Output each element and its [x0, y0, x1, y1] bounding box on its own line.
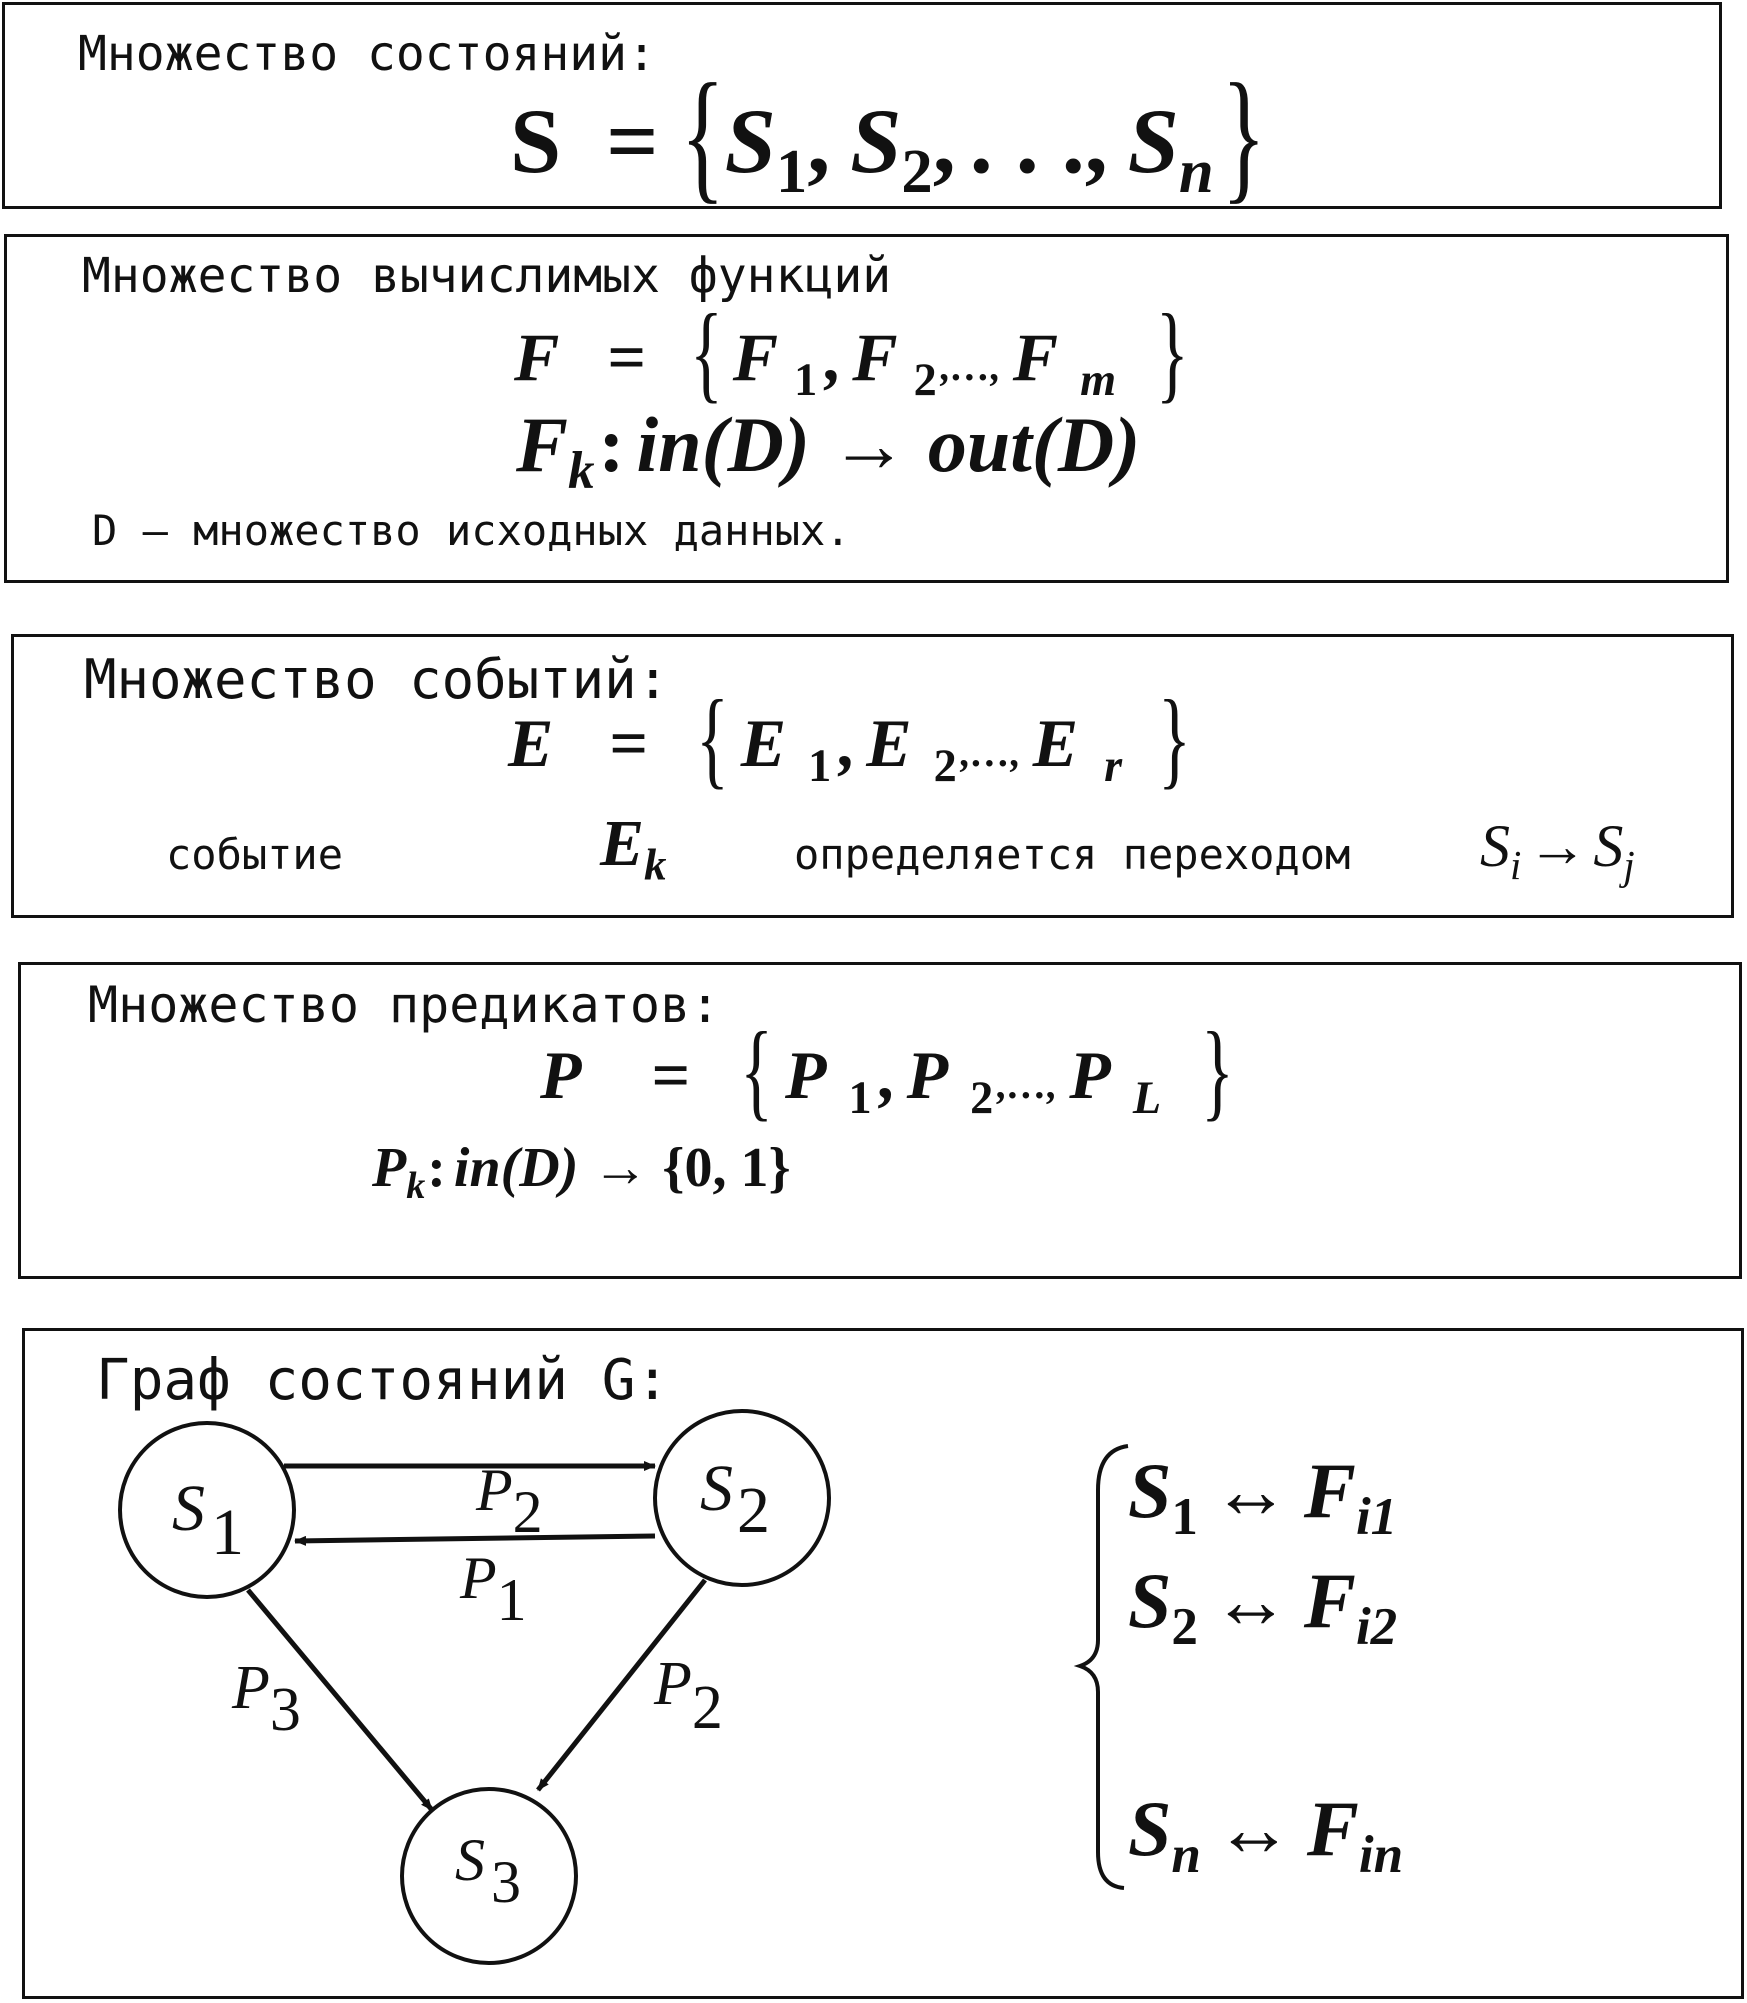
functions-mapping: Fk:in(D)→out(D)	[516, 401, 1141, 500]
events-title: Множество событий:	[84, 648, 670, 711]
predicates-title: Множество предикатов:	[88, 976, 721, 1034]
events-word-event: событие	[166, 830, 344, 879]
correspondence-row-n: Sn↔Fin	[1128, 1785, 1404, 1884]
events-transition: Si→Sj	[1480, 813, 1635, 889]
events-word-defined: определяется переходом	[794, 830, 1351, 879]
events-ek: Ek	[600, 807, 667, 890]
states-title: Множество состояний:	[78, 26, 656, 82]
graph-title: Граф состояний G:	[96, 1348, 670, 1413]
functions-note: D – множество исходных данных.	[92, 506, 851, 555]
functions-title: Множество вычислимых функций	[82, 248, 892, 304]
states-lhs: S	[510, 90, 562, 192]
states-formula: S ={S1,S2,. . .,Sn}	[510, 53, 1266, 217]
correspondence-row-2: S2↔Fi2	[1128, 1557, 1398, 1656]
correspondence-row-1: S1↔Fi1	[1128, 1447, 1398, 1546]
predicates-box	[18, 962, 1742, 1279]
functions-box	[4, 234, 1729, 583]
predicates-mapping: Pk:in(D)→{0, 1}	[372, 1137, 791, 1208]
events-box	[11, 634, 1734, 918]
states-box	[2, 2, 1722, 209]
graph-box	[22, 1328, 1744, 1999]
